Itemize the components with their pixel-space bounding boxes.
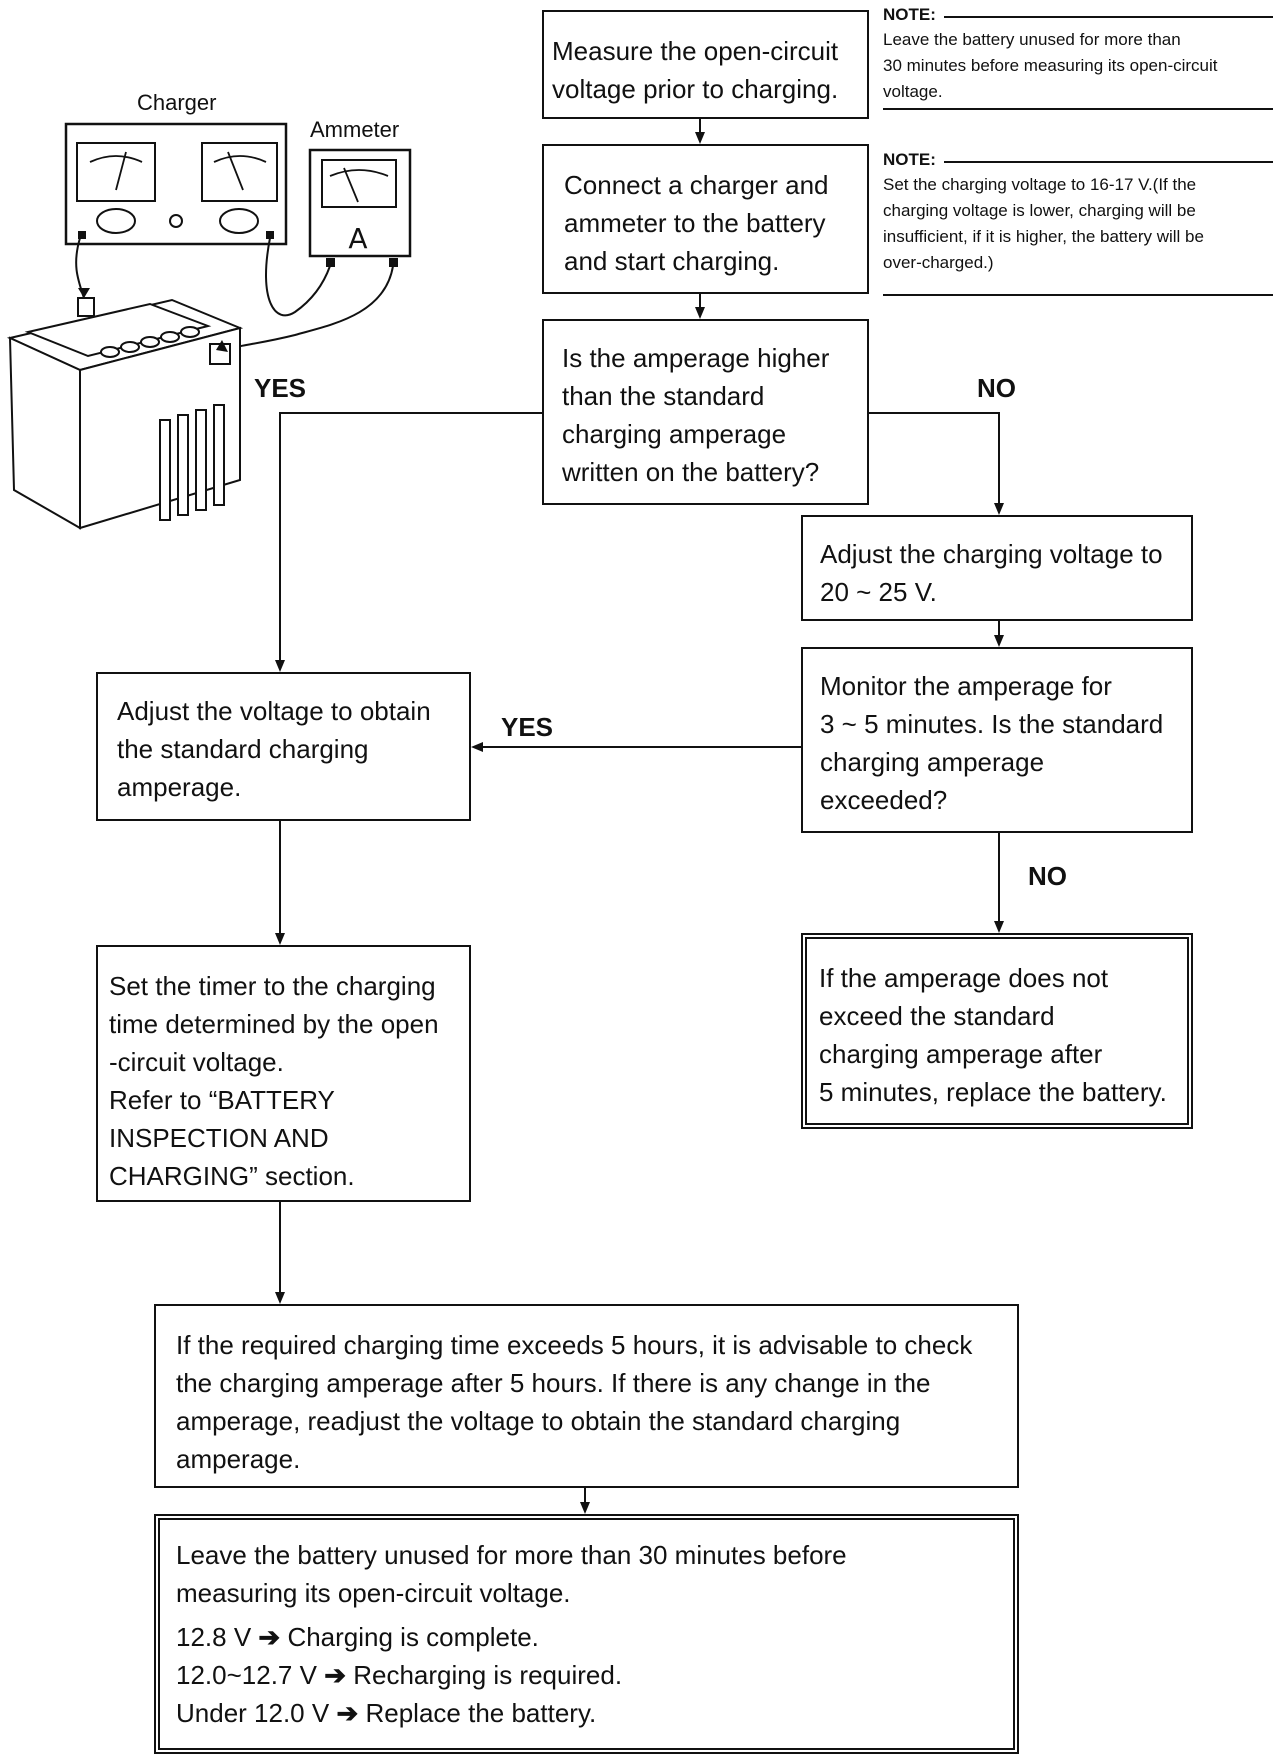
arrow-head (275, 1292, 285, 1304)
note-rule-bottom (883, 294, 1273, 296)
connector-line (584, 1488, 586, 1502)
note-text: Set the charging voltage to 16-17 V.(If … (883, 175, 1204, 272)
charger-ammeter-battery-drawing: A (6, 122, 412, 530)
note-text: Leave the battery unused for more than 3… (883, 30, 1218, 101)
step-text: If the required charging time exceeds 5 … (176, 1330, 973, 1474)
result-replace-battery: If the amperage does not exceed the stan… (801, 933, 1193, 1129)
connector-line (279, 821, 281, 933)
arrow-head (994, 635, 1004, 647)
connector-line (483, 746, 801, 748)
note-rule-bottom (883, 108, 1273, 110)
result-row: 12.8 V ➔ Charging is complete. (176, 1618, 1013, 1656)
arrow-head (695, 132, 705, 144)
result-final-voltage-check: Leave the battery unused for more than 3… (154, 1514, 1019, 1754)
connector-line (998, 621, 1000, 635)
arrow-head (471, 742, 483, 752)
arrow-head (275, 660, 285, 672)
result-voltage: 12.8 V (176, 1622, 252, 1652)
step-connect-charger: Connect a charger and ammeter to the bat… (542, 144, 869, 294)
connector-line (279, 412, 281, 660)
note-rule (944, 16, 1273, 18)
step-text: Adjust the voltage to obtain the standar… (117, 696, 431, 802)
branch-label-no: NO (1028, 861, 1067, 891)
branch-label-no: NO (977, 373, 1016, 403)
note-label: NOTE: (883, 5, 936, 24)
right-arrow-icon: ➔ (336, 1698, 359, 1728)
step-text: Measure the open-circuit voltage prior t… (552, 36, 839, 104)
step-text: Connect a charger and ammeter to the bat… (564, 170, 829, 276)
step-text: Is the amperage higher than the standard… (562, 343, 830, 487)
result-row: 12.0~12.7 V ➔ Recharging is required. (176, 1656, 1013, 1694)
arrow-head (994, 503, 1004, 515)
connector-line (279, 412, 542, 414)
connector-line (998, 412, 1000, 503)
branch-label-yes: YES (254, 373, 307, 403)
step-long-charge-check: If the required charging time exceeds 5 … (154, 1304, 1019, 1488)
result-action: Recharging is required. (353, 1660, 623, 1690)
ammeter-symbol: A (348, 222, 367, 255)
right-arrow-icon: ➔ (258, 1622, 281, 1652)
battery-drawing (6, 297, 244, 530)
result-action: Replace the battery. (365, 1698, 597, 1728)
result-voltage: Under 12.0 V (176, 1698, 330, 1728)
step-text: Set the timer to the charging time deter… (109, 971, 439, 1191)
connector-line (998, 833, 1000, 921)
result-row: Under 12.0 V ➔ Replace the battery. (176, 1694, 1013, 1732)
step-adjust-standard-amperage: Adjust the voltage to obtain the standar… (96, 672, 471, 821)
step-set-timer: Set the timer to the charging time deter… (96, 945, 471, 1202)
note-rule (944, 161, 1273, 163)
connector-line (279, 1202, 281, 1292)
arrow-head (580, 1502, 590, 1514)
connector-line (699, 119, 701, 133)
right-arrow-icon: ➔ (324, 1660, 346, 1690)
result-voltage: 12.0~12.7 V (176, 1660, 317, 1690)
result-action: Charging is complete. (287, 1622, 539, 1652)
branch-label-yes: YES (501, 712, 554, 742)
battery-charging-illustration: Charger Ammeter A (0, 80, 470, 540)
arrow-head (994, 921, 1004, 933)
ammeter-label: Ammeter (310, 117, 400, 142)
note-label: NOTE: (883, 150, 936, 169)
step-text: Adjust the charging voltage to 20 ~ 25 V… (820, 539, 1163, 607)
decision-amperage-higher: Is the amperage higher than the standard… (542, 319, 869, 505)
charger-label: Charger (137, 90, 217, 115)
decision-monitor-amperage: Monitor the amperage for 3 ~ 5 minutes. … (801, 647, 1193, 833)
final-intro-text: Leave the battery unused for more than 3… (176, 1540, 847, 1608)
step-text: Monitor the amperage for 3 ~ 5 minutes. … (820, 671, 1164, 815)
step-text: If the amperage does not exceed the stan… (819, 963, 1167, 1107)
step-adjust-voltage-20-25: Adjust the charging voltage to 20 ~ 25 V… (801, 515, 1193, 621)
arrow-head (275, 933, 285, 945)
arrow-head (695, 307, 705, 319)
connector-line (869, 412, 1000, 414)
step-measure-open-circuit: Measure the open-circuit voltage prior t… (542, 10, 869, 119)
connector-line (699, 294, 701, 308)
